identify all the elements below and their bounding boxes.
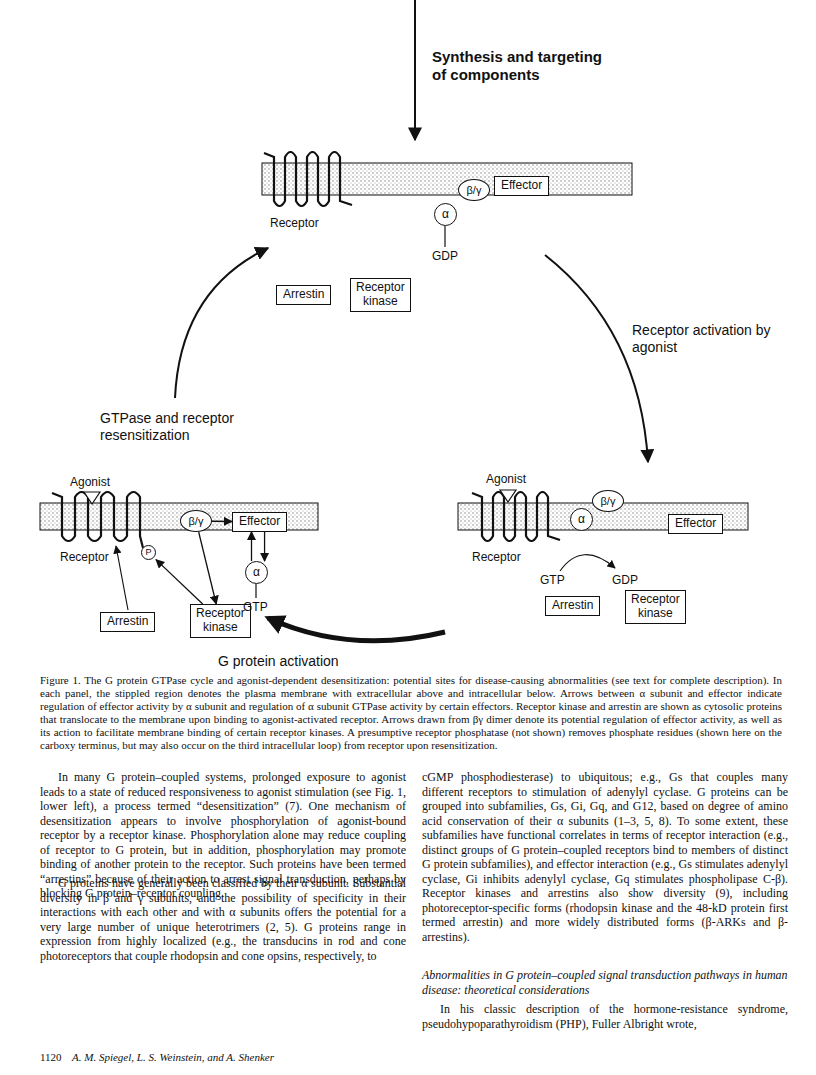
receptor-symbol [52,492,143,548]
diagram-label: Agonist [486,472,526,486]
figure-caption: Figure 1. The G protein GTPase cycle and… [40,674,782,752]
node-text: α [578,513,585,527]
page-text: Abnormalities in G protein–coupled signa… [422,968,788,997]
body-paragraph: G proteins have generally been classifie… [40,876,406,963]
beta-gamma-dimer: β/γ [592,490,624,512]
receptor-kinase-box: Receptor kinase [190,604,251,638]
alpha-subunit: α [434,203,457,226]
arrestin-box: Arrestin [276,285,331,305]
connector-arrow [212,521,232,523]
connector-arrow [199,532,217,604]
node-text: Arrestin [283,287,324,301]
node-text: α [253,566,260,580]
effector-box: Effector [668,514,723,534]
connector-arrow [156,560,203,604]
diagram-label: GDP [432,249,458,263]
node-text: Receptor kinase [356,280,405,308]
phosphate-circle: P [141,545,156,560]
agonist-symbol [84,490,516,504]
node-text: β/γ [189,515,204,528]
cycle-arrows [175,0,648,641]
diagram-label: Receptor activation by agonist [632,322,772,356]
diagram-label: GTPase and receptor resensitization [100,410,260,444]
body-paragraph: In his classic description of the hormon… [422,1002,788,1031]
diagram-label: GTP [243,600,268,614]
alpha-subunit: α [570,508,593,531]
receptor-symbol [472,492,560,541]
node-text: Receptor kinase [631,592,680,620]
effector-box: Effector [232,512,287,532]
diagram-label: Synthesis and targeting of components [432,48,617,84]
receptor-kinase-box: Receptor kinase [625,590,686,624]
diagram-label: Receptor [270,216,319,230]
node-text: Arrestin [107,614,148,628]
diagram-label: Agonist [70,475,110,489]
diagram-label: GDP [612,573,638,587]
node-text: α [442,208,449,222]
beta-gamma-dimer: β/γ [180,510,212,532]
node-text: Effector [501,178,542,192]
diagram-label: Receptor [60,550,109,564]
diagram-label: G protein activation [218,653,339,670]
receptor-symbol [264,152,352,206]
receptor-symbol [52,152,560,548]
page-text: 1120 [40,1050,62,1065]
node-text: Arrestin [552,598,593,612]
effector-box: Effector [494,176,549,196]
body-paragraph: cGMP phosphodiesterase) to ubiquitous; e… [422,770,788,944]
diagram-label: GTP [540,573,565,587]
node-text: β/γ [601,495,616,508]
node-text: Receptor kinase [196,606,245,634]
connector-arrow [264,532,265,561]
page-text: A. M. Spiegel, L. S. Weinstein, and A. S… [72,1050,274,1065]
node-text: Effector [239,514,280,528]
node-text: P [145,547,151,557]
connector-arrow [251,532,252,561]
arrestin-box: Arrestin [100,612,155,632]
arrestin-box: Arrestin [545,596,600,616]
alpha-subunit: α [245,561,268,584]
diagram-label: Receptor [472,550,521,564]
beta-gamma-dimer: β/γ [458,179,490,201]
node-text: β/γ [467,184,482,197]
receptor-kinase-box: Receptor kinase [350,278,411,312]
node-text: Effector [675,516,716,530]
